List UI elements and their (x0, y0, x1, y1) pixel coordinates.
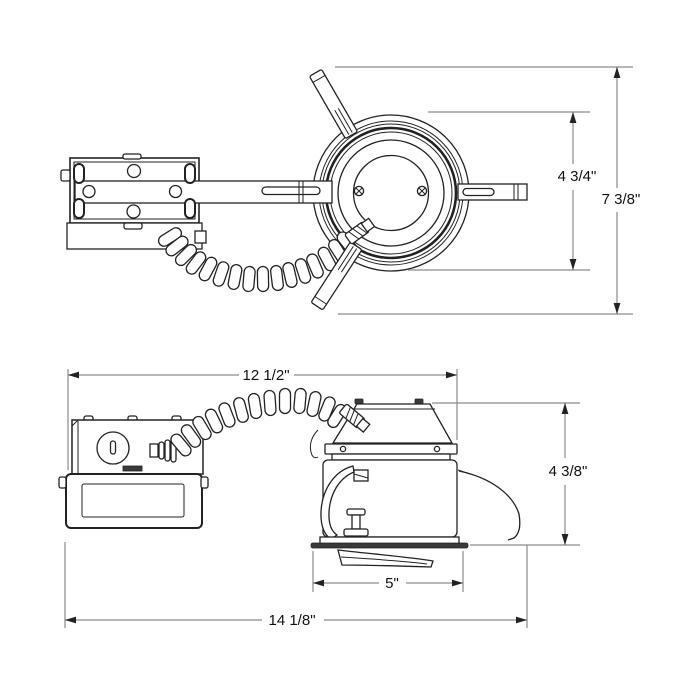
box-slot (122, 465, 143, 472)
dim-can-depth: 4 3/8" (549, 403, 588, 545)
can-side (310, 398, 521, 568)
box-top-notch (122, 153, 142, 160)
extension-lines-side-view (64, 369, 580, 628)
dim-label-housing-width: 12 1/2" (242, 367, 289, 384)
dim-overall-width: 14 1/8" (65, 612, 527, 629)
dim-can-height: 4 3/4" (558, 112, 597, 270)
box-connector-lug (194, 230, 207, 244)
can-cap (331, 403, 454, 444)
can-neck (331, 453, 451, 461)
dim-label-can-height: 4 3/4" (558, 168, 597, 185)
box-side-tab (60, 169, 71, 182)
side-view: 12 1/2" 4 3/8" 5" 14 1/8" (58, 367, 588, 629)
flex-conduit-side (170, 387, 347, 459)
arm-slot (462, 187, 495, 197)
dim-label-can-depth: 4 3/8" (549, 463, 588, 480)
mounting-arm-lower (311, 242, 362, 310)
clip-bracket (353, 469, 369, 482)
ground-wire (309, 429, 319, 459)
dim-label-overall-height: 7 3/8" (602, 191, 641, 208)
dim-label-overall-width: 14 1/8" (268, 612, 315, 629)
mounting-arm-upper (309, 69, 358, 139)
dim-aperture: 5" (313, 575, 463, 592)
mounting-arm-right (457, 183, 528, 201)
thumb-screw (343, 508, 369, 537)
trim-flange (310, 542, 469, 549)
knockout (96, 431, 130, 465)
dim-overall-height: 7 3/8" (602, 67, 641, 314)
box-cover (65, 473, 203, 529)
dim-housing-width: 12 1/2" (68, 367, 457, 384)
hanger-bar (74, 180, 333, 204)
conduit-connector-top (344, 217, 376, 245)
conduit-connector-side (339, 403, 371, 433)
spring-clip-right (458, 470, 521, 541)
screw-icon (416, 185, 428, 197)
top-view: 4 3/4" 7 3/8" (60, 66, 641, 315)
dim-label-aperture: 5" (385, 575, 399, 592)
extension-lines-top-view (335, 66, 633, 315)
mounting-plate-details (73, 163, 196, 219)
bar-slot (261, 186, 321, 196)
screw-icon (353, 185, 365, 197)
tilted-trim (337, 549, 434, 568)
